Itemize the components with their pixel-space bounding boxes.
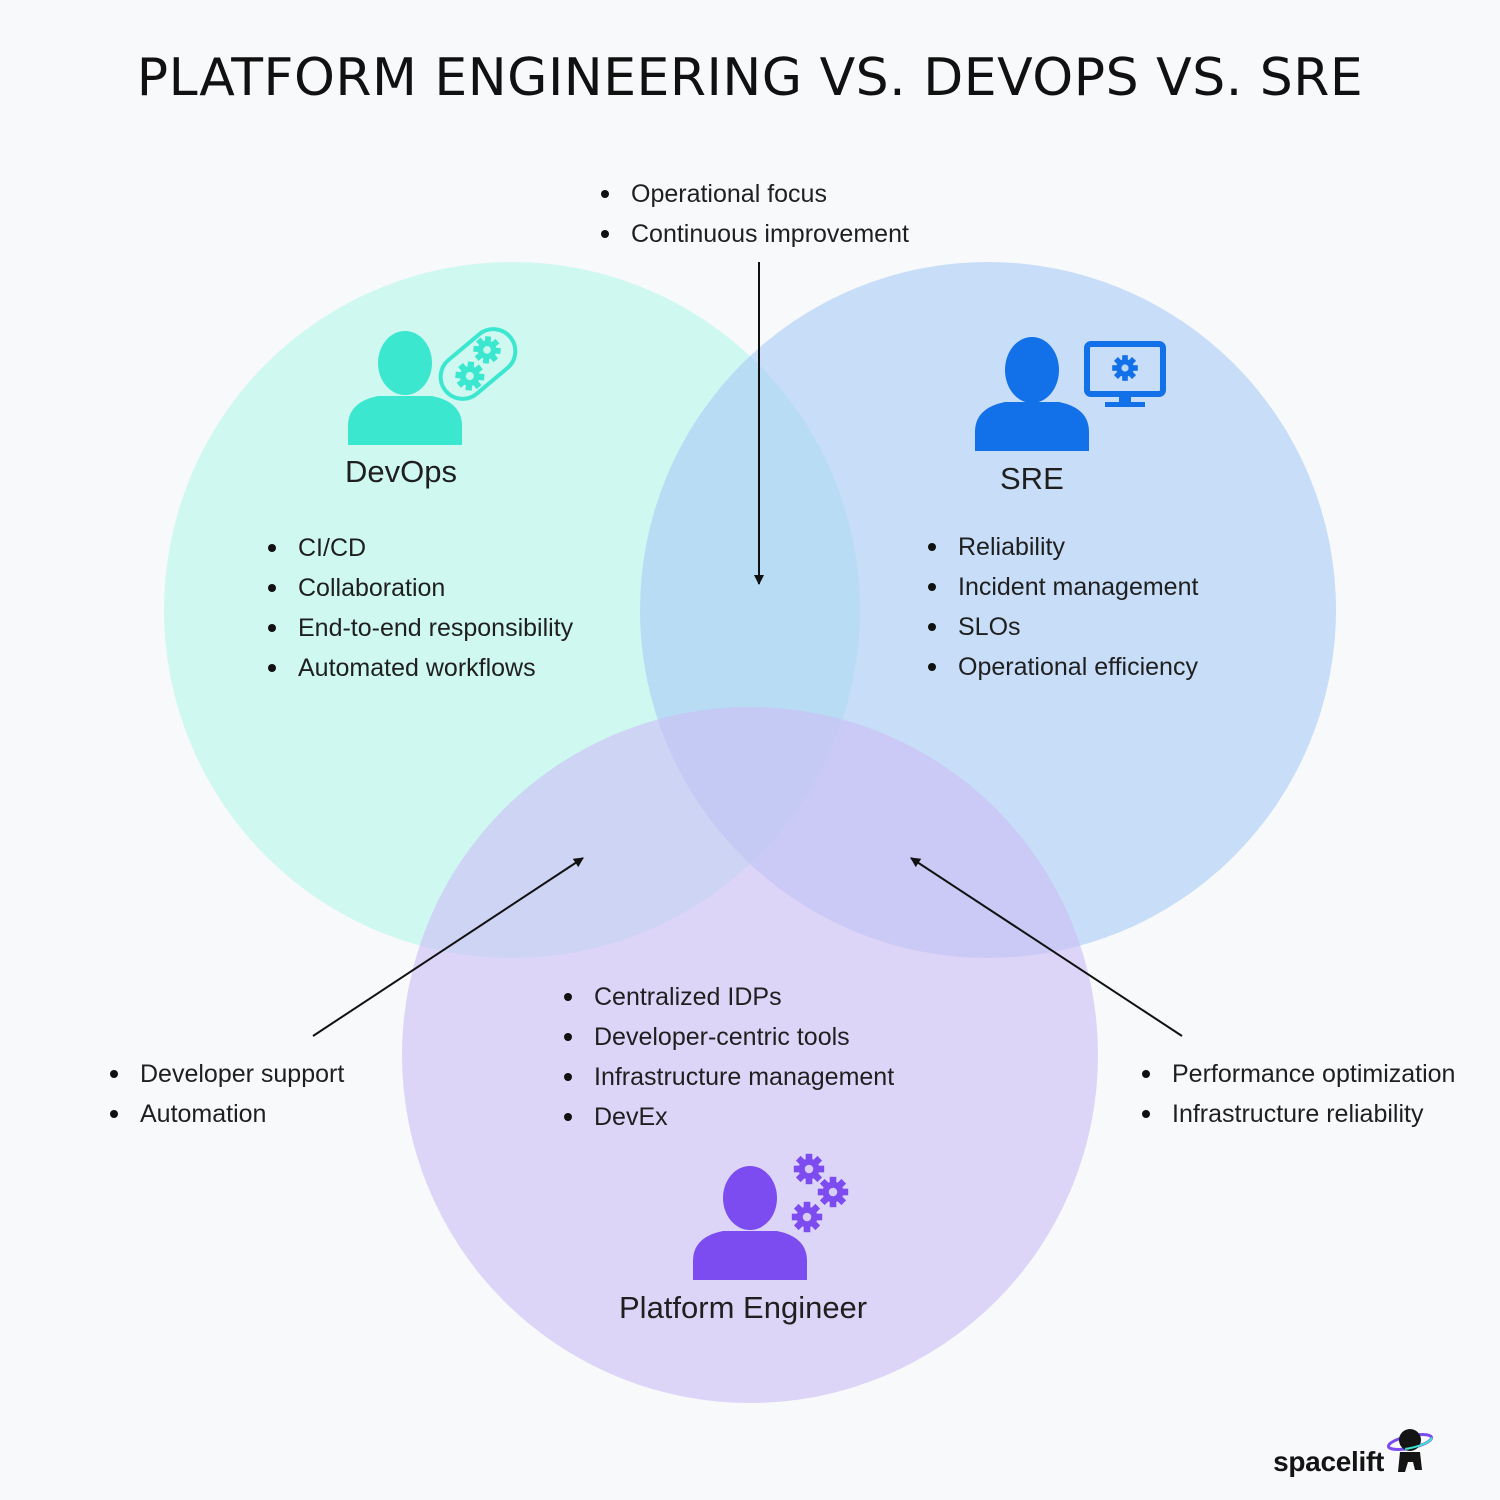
- platform-label: Platform Engineer: [619, 1290, 868, 1325]
- list-item: Automated workflows: [266, 648, 573, 688]
- list-item: CI/CD: [266, 528, 573, 568]
- platform-circle: [402, 707, 1098, 1403]
- platform-icon: [693, 1153, 849, 1280]
- list-item: Developer-centric tools: [562, 1017, 894, 1057]
- platform-items: Centralized IDPs Developer-centric tools…: [562, 977, 894, 1137]
- list-item: Reliability: [926, 527, 1198, 567]
- arrow-devops-platform: [312, 857, 584, 1037]
- list-item: Operational focus: [599, 174, 909, 214]
- list-item: End-to-end responsibility: [266, 608, 573, 648]
- list-item: Infrastructure management: [562, 1057, 894, 1097]
- devops-label: DevOps: [345, 454, 457, 489]
- list-item: DevEx: [562, 1097, 894, 1137]
- spacelift-logo: spacelift: [1273, 1426, 1434, 1478]
- list-item: Incident management: [926, 567, 1198, 607]
- list-item: Developer support: [108, 1054, 344, 1094]
- page-title: PLATFORM ENGINEERING VS. DEVOPS VS. SRE: [136, 48, 1364, 108]
- sre-icon: [975, 337, 1166, 451]
- astronaut-planet-icon: [1386, 1429, 1434, 1472]
- list-item: Performance optimization: [1140, 1054, 1455, 1094]
- list-item: Operational efficiency: [926, 647, 1198, 687]
- list-item: SLOs: [926, 607, 1198, 647]
- devops-icon: [348, 327, 518, 445]
- list-item: Continuous improvement: [599, 214, 909, 254]
- list-item: Infrastructure reliability: [1140, 1094, 1455, 1134]
- sre-platform-overlap-items: Performance optimization Infrastructure …: [1140, 1054, 1455, 1134]
- list-item: Automation: [108, 1094, 344, 1134]
- list-item: Centralized IDPs: [562, 977, 894, 1017]
- devops-sre-overlap-items: Operational focus Continuous improvement: [599, 174, 909, 254]
- sre-label: SRE: [1000, 461, 1064, 496]
- logo-text: spacelift: [1273, 1446, 1384, 1477]
- list-item: Collaboration: [266, 568, 573, 608]
- devops-items: CI/CD Collaboration End-to-end responsib…: [266, 528, 573, 688]
- sre-items: Reliability Incident management SLOs Ope…: [926, 527, 1198, 687]
- devops-platform-overlap-items: Developer support Automation: [108, 1054, 344, 1134]
- arrow-sre-platform: [910, 857, 1183, 1037]
